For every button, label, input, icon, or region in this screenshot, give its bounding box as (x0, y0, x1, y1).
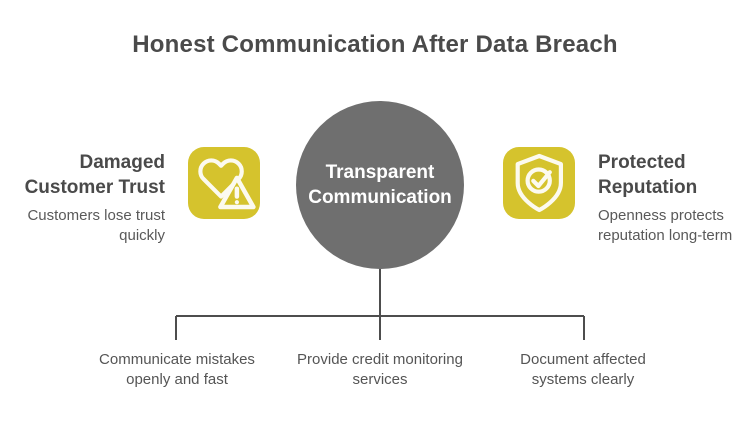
page-title: Honest Communication After Data Breach (132, 31, 618, 58)
bottom-item-label: Communicate mistakes openly and fast (99, 351, 255, 388)
right-item-description: Openness protects reputation long-term (598, 207, 733, 244)
bottom-item-label: Provide credit monitoring services (297, 351, 463, 388)
shield-check-icon (503, 147, 575, 219)
heart-warning-icon (188, 147, 260, 219)
left-item-heading: Damaged Customer Trust (24, 152, 165, 198)
center-node: Transparent Communication (296, 101, 464, 269)
center-node-label: Transparent Communication (308, 162, 452, 208)
bottom-item-label: Document affected systems clearly (520, 351, 646, 388)
left-item-description: Customers lose trust quickly (27, 207, 165, 244)
right-item-heading: Protected Reputation (598, 152, 698, 198)
